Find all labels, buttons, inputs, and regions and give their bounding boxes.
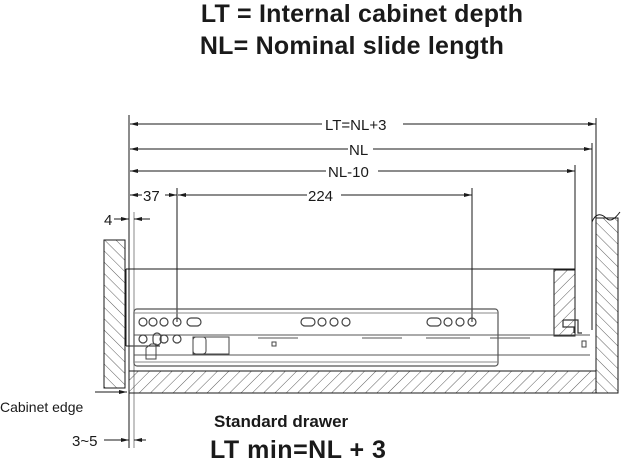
title-nl-definition: NL= Nominal slide length — [199, 32, 505, 60]
dim-label-nl10: NL-10 — [328, 164, 369, 181]
left-cabinet-panel — [103, 239, 126, 389]
drawer-back-panel — [553, 269, 576, 337]
dim-label-224: 224 — [308, 188, 333, 205]
front-latch — [192, 336, 230, 355]
dim-label-lt: LT=NL+3 — [325, 117, 386, 134]
mounting-holes-middle — [300, 317, 351, 327]
lt-min-formula: LT min=NL + 3 — [210, 436, 387, 464]
cabinet-bottom — [128, 370, 597, 394]
small-slot-2 — [581, 340, 587, 348]
front-clip — [145, 343, 157, 360]
right-cabinet-panel — [595, 217, 619, 394]
front-latch-inner — [192, 336, 207, 355]
dim-label-3-5: 3~5 — [72, 433, 97, 450]
mounting-holes-rear — [426, 317, 477, 327]
small-slot-1 — [271, 341, 277, 347]
rear-bracket-hook — [562, 319, 582, 334]
break-line — [591, 211, 621, 223]
dim-label-37: 37 — [143, 188, 160, 205]
mounting-holes-front — [138, 317, 202, 346]
title-lt-definition: LT = Internal cabinet depth — [200, 0, 524, 28]
dim-label-4: 4 — [104, 212, 112, 229]
cabinet-edge-label: Cabinet edge — [0, 399, 84, 415]
dim-label-nl: NL — [349, 142, 368, 159]
standard-drawer-label: Standard drawer — [214, 412, 349, 431]
